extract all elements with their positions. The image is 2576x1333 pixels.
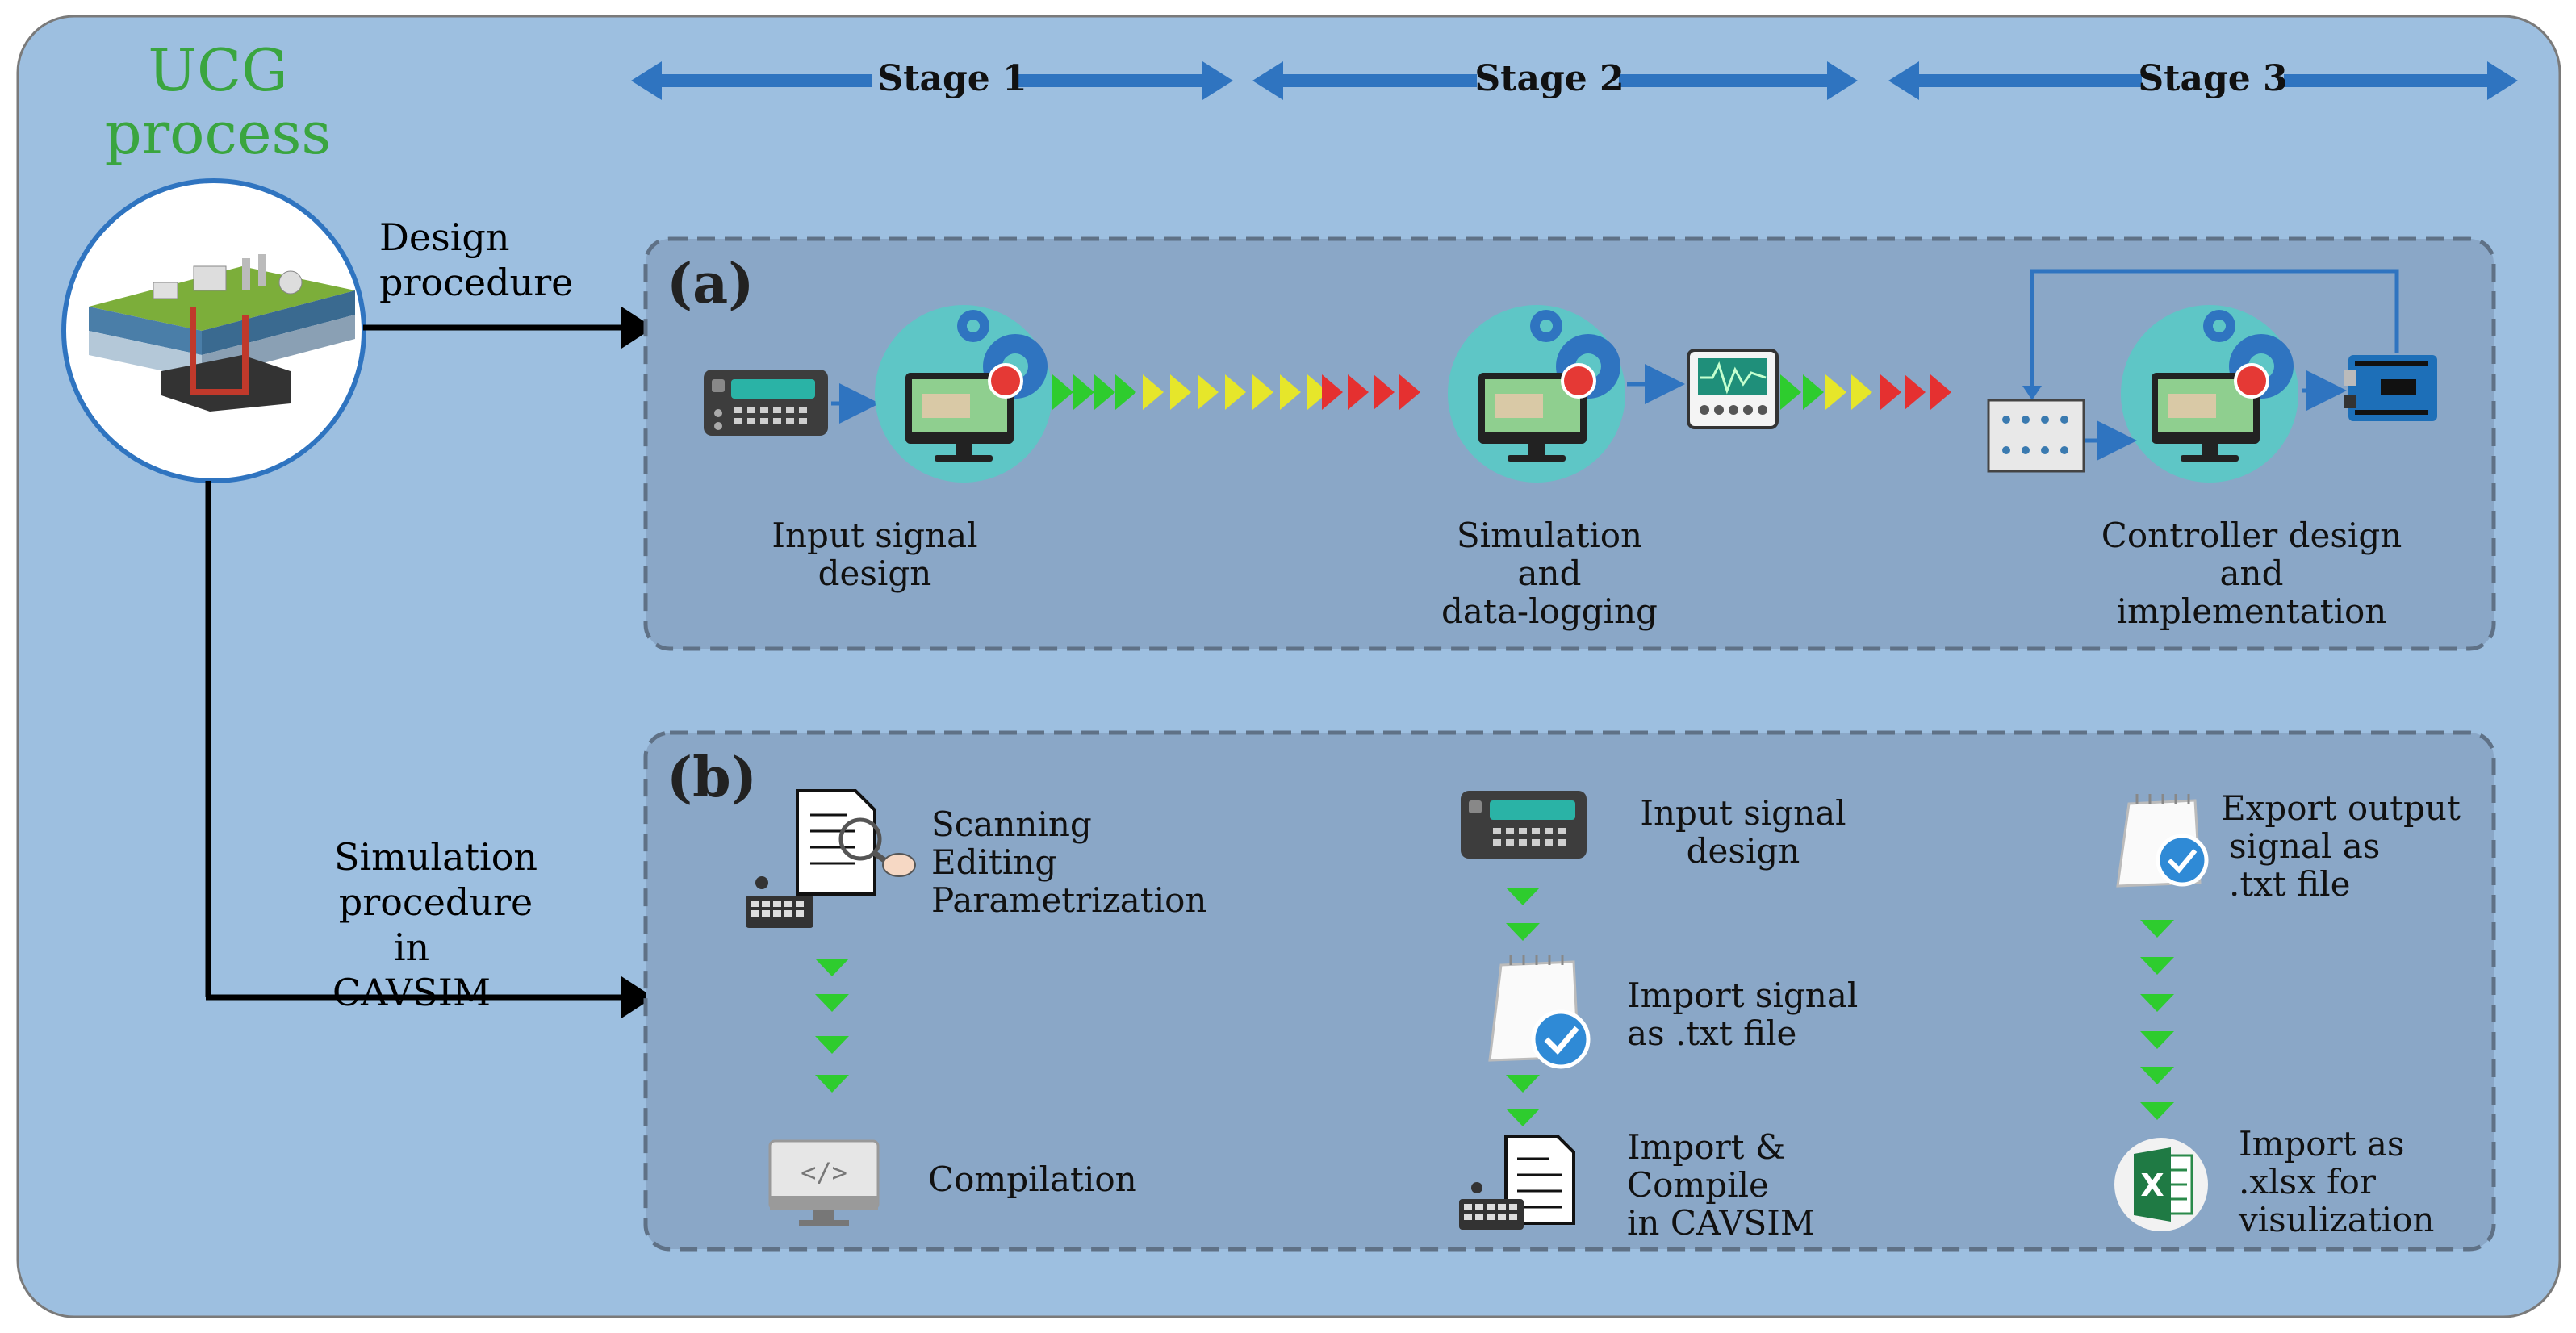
text-line: visulization bbox=[2239, 1200, 2435, 1239]
text-line: Scanning bbox=[931, 804, 1092, 844]
design-line2: procedure bbox=[379, 261, 574, 304]
caption-line: design bbox=[818, 554, 932, 593]
stage-1-label: Stage 1 bbox=[877, 58, 1027, 99]
text-line: design bbox=[1686, 831, 1800, 871]
text-input-signal-design: Input signal design bbox=[1614, 794, 1872, 870]
notepad-check-icon bbox=[1488, 955, 1591, 1069]
down-arrows-col1 bbox=[815, 959, 849, 1093]
text-line: Export output bbox=[2221, 788, 2461, 828]
panel-b-label: (b) bbox=[667, 746, 757, 810]
caption-line: implementation bbox=[2116, 591, 2387, 631]
text-line: Import signal bbox=[1627, 976, 1859, 1015]
ucg-site-icon bbox=[61, 178, 366, 483]
monitor-gear-icon bbox=[875, 305, 1052, 483]
text-line: in CAVSIM bbox=[1627, 1203, 1815, 1243]
text-line: Import & bbox=[1627, 1127, 1786, 1167]
arduino-board-icon bbox=[2344, 355, 2437, 421]
down-arrows-col3 bbox=[2140, 920, 2174, 1120]
text-compilation: Compilation bbox=[928, 1160, 1137, 1199]
notepad-check-icon bbox=[2116, 794, 2209, 888]
title-line1: UCG bbox=[148, 36, 288, 104]
monitor-gear-icon bbox=[2121, 305, 2298, 483]
caption-line: data-logging bbox=[1441, 591, 1658, 631]
caption-line: Input signal bbox=[772, 516, 978, 555]
caption-controller-design: Controller design and implementation bbox=[2066, 516, 2437, 630]
stage-2-label: Stage 2 bbox=[1474, 58, 1625, 99]
down-arrows-col2b bbox=[1506, 1075, 1540, 1126]
monitor-gear-icon bbox=[1448, 305, 1625, 483]
chevron-sequence-a1 bbox=[1052, 374, 1420, 410]
keyboard-icon bbox=[746, 876, 813, 928]
caption-line: and bbox=[2219, 554, 2284, 593]
design-procedure-label: Design procedure bbox=[379, 215, 621, 305]
simulation-line1: Simulation procedure bbox=[333, 835, 538, 924]
diagram-title: UCG process bbox=[65, 39, 371, 165]
keyboard-icon bbox=[1459, 1182, 1524, 1230]
text-line: Editing bbox=[931, 842, 1057, 882]
text-import-compile: Import & Compile in CAVSIM bbox=[1627, 1128, 1901, 1242]
text-line: as .txt file bbox=[1627, 1013, 1797, 1053]
simulation-line2: in bbox=[393, 926, 430, 969]
caption-line: Controller design bbox=[2101, 516, 2402, 555]
document-search-icon bbox=[796, 789, 916, 896]
text-line: .txt file bbox=[2229, 864, 2351, 904]
down-arrows-col2a bbox=[1506, 888, 1540, 941]
text-line: .xlsx for bbox=[2239, 1162, 2376, 1201]
caption-line: and bbox=[1517, 554, 1582, 593]
text-scanning-editing: Scanning Editing Parametrization bbox=[931, 805, 1254, 919]
panel-a-label: (a) bbox=[667, 252, 755, 316]
terminal-block-icon bbox=[1987, 399, 2085, 473]
text-line: Import as bbox=[2239, 1124, 2405, 1164]
simulation-line3: CAVSIM bbox=[332, 971, 491, 1014]
text-import-xlsx: Import as .xlsx for visulization bbox=[2239, 1125, 2489, 1239]
text-export-output: Export output signal as .txt file bbox=[2221, 789, 2487, 903]
title-line2: process bbox=[104, 99, 332, 167]
text-line: Compile bbox=[1627, 1165, 1769, 1205]
text-line: signal as bbox=[2229, 826, 2381, 866]
svg-text:X: X bbox=[2140, 1168, 2164, 1203]
design-line1: Design bbox=[379, 215, 510, 259]
text-line: Input signal bbox=[1640, 793, 1846, 833]
signal-generator-icon bbox=[1461, 791, 1587, 859]
caption-input-signal-design: Input signal design bbox=[713, 516, 1036, 592]
simulation-connector bbox=[205, 481, 654, 1018]
signal-generator-icon bbox=[704, 370, 828, 436]
caption-simulation: Simulation and data-logging bbox=[1388, 516, 1711, 630]
feedback-loop bbox=[2030, 269, 2399, 389]
stage-3-label: Stage 3 bbox=[2138, 58, 2288, 99]
simulation-procedure-label: Simulation procedure in CAVSIM bbox=[218, 834, 638, 1015]
caption-line: Simulation bbox=[1456, 516, 1643, 555]
design-connector bbox=[363, 307, 654, 349]
svg-text:</>: </> bbox=[801, 1157, 847, 1188]
text-import-signal: Import signal as .txt file bbox=[1627, 976, 1901, 1052]
stage-arrows bbox=[631, 61, 2518, 100]
text-line: Parametrization bbox=[931, 880, 1207, 920]
oscilloscope-icon bbox=[1687, 349, 1779, 429]
feedback-arrowhead bbox=[2022, 386, 2042, 400]
code-monitor-icon: </> bbox=[768, 1139, 880, 1226]
excel-icon: X bbox=[2114, 1138, 2208, 1231]
chevron-sequence-a2 bbox=[1780, 374, 1951, 410]
